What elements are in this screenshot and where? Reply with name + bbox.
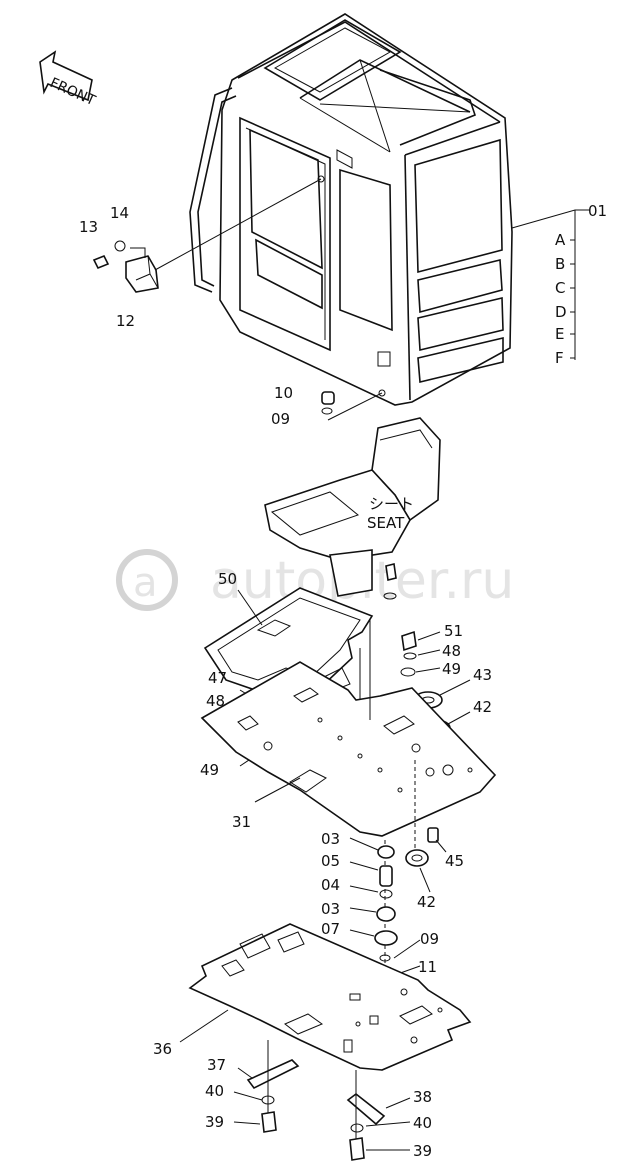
label-part-39b: 39 xyxy=(413,1142,432,1160)
watermark-logo-letter: a xyxy=(133,560,158,606)
front-arrow-label: FRONT xyxy=(47,75,98,109)
bracket-group xyxy=(92,178,322,293)
bushing-03b xyxy=(376,906,396,922)
label-part-03a: 03 xyxy=(321,830,340,848)
seat-label-en: SEAT xyxy=(367,514,405,532)
label-part-42b: 42 xyxy=(417,893,436,911)
label-part-51: 51 xyxy=(444,622,463,640)
washer-04 xyxy=(379,889,393,899)
label-part-01: 01 xyxy=(588,202,607,220)
label-part-31: 31 xyxy=(232,813,251,831)
label-part-49b: 49 xyxy=(200,761,219,779)
seat-label-jp: シート xyxy=(369,495,414,513)
label-part-42a: 42 xyxy=(473,698,492,716)
label-part-03b: 03 xyxy=(321,900,340,918)
label-part-48a: 48 xyxy=(442,642,461,660)
floor-plate-31 xyxy=(200,661,497,837)
nut-10 xyxy=(321,391,335,405)
washer-09b xyxy=(379,954,391,962)
label-part-43: 43 xyxy=(473,666,492,684)
washer-40b xyxy=(350,1123,364,1133)
cab-assembly xyxy=(189,13,513,406)
bolt-45 xyxy=(427,827,439,843)
label-part-10: 10 xyxy=(274,384,293,402)
label-part-11: 11 xyxy=(418,958,437,976)
bushing-03a xyxy=(377,845,395,859)
label-part-09a: 09 xyxy=(271,410,290,428)
label-variant-f: F xyxy=(555,349,564,367)
label-part-40a: 40 xyxy=(205,1082,224,1100)
label-part-14: 14 xyxy=(110,204,129,222)
label-part-50: 50 xyxy=(218,570,237,588)
base-plate-36 xyxy=(188,923,472,1071)
label-part-40b: 40 xyxy=(413,1114,432,1132)
label-variant-e: E xyxy=(555,325,564,343)
bolt-39b xyxy=(349,1137,365,1161)
label-part-04: 04 xyxy=(321,876,340,894)
label-variant-c: C xyxy=(555,279,565,297)
label-part-09b: 09 xyxy=(420,930,439,948)
label-variant-b: B xyxy=(555,255,565,273)
label-part-05: 05 xyxy=(321,852,340,870)
label-part-37: 37 xyxy=(207,1056,226,1074)
front-arrow: FRONT xyxy=(39,50,98,109)
label-part-45: 45 xyxy=(445,852,464,870)
seat xyxy=(264,417,441,597)
label-variant-a: A xyxy=(555,231,566,249)
bracket-38 xyxy=(346,1092,386,1126)
label-part-47: 47 xyxy=(208,669,227,687)
bracket-37 xyxy=(246,1059,300,1090)
label-part-36: 36 xyxy=(153,1040,172,1058)
label-part-49a: 49 xyxy=(442,660,461,678)
label-part-38: 38 xyxy=(413,1088,432,1106)
label-part-39a: 39 xyxy=(205,1113,224,1131)
label-part-07: 07 xyxy=(321,920,340,938)
bolt-39a xyxy=(261,1111,277,1133)
label-variant-d: D xyxy=(555,303,567,321)
label-part-12: 12 xyxy=(116,312,135,330)
mount-42b xyxy=(405,849,429,867)
collar-07 xyxy=(374,930,398,946)
washer-09 xyxy=(321,407,333,415)
label-part-48b: 48 xyxy=(206,692,225,710)
label-part-13: 13 xyxy=(79,218,98,236)
spacer-05 xyxy=(379,865,393,887)
